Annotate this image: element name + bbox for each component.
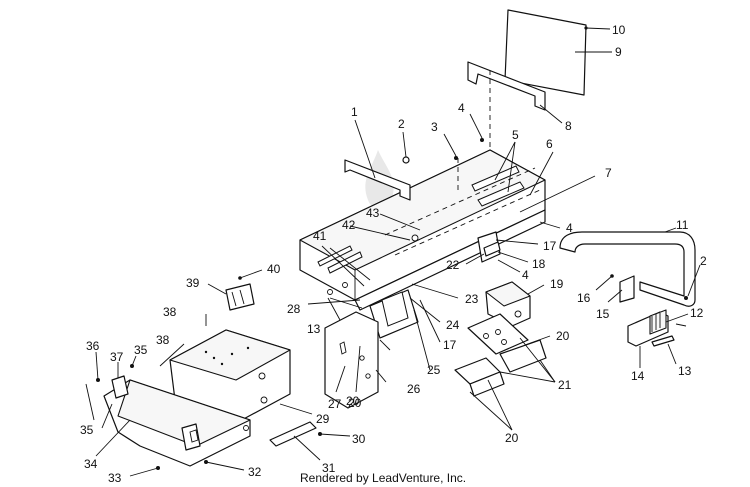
part-31-flat-bar: [269, 421, 351, 461]
callout-label: 29: [316, 412, 330, 426]
callout-label: 37: [110, 350, 124, 364]
callout-label: 12: [690, 306, 704, 320]
callout-label: 2: [398, 117, 405, 131]
part-14-mount-block: [627, 309, 689, 368]
part-38-rear-housing: [159, 314, 313, 423]
callout-label: 24: [446, 318, 460, 332]
callout-label: 13: [307, 322, 321, 336]
parts-32-33: [129, 460, 245, 477]
callout-label: 27: [328, 397, 342, 411]
callout-label: 9: [615, 45, 622, 59]
callout-label: 22: [446, 258, 460, 272]
callout-label: 4: [566, 221, 573, 235]
callout-label: 38: [163, 305, 177, 319]
callout-label: 4: [458, 101, 465, 115]
callout-label: 28: [287, 302, 301, 316]
callout-label: 17: [543, 239, 557, 253]
callout-label: 21: [558, 378, 572, 392]
callout-label: 2: [700, 254, 707, 268]
callout-label: 36: [86, 339, 100, 353]
callout-label: 20: [346, 394, 360, 408]
callout-label: 26: [407, 382, 421, 396]
callout-label: 35: [80, 423, 94, 437]
parts-15-16: [595, 274, 635, 303]
part-20-plates: [454, 313, 556, 431]
callout-label: 38: [156, 333, 170, 347]
callout-label: 40: [267, 262, 281, 276]
callout-label: 14: [631, 369, 645, 383]
part-11-handle-bar: [559, 227, 701, 307]
callout-label: 30: [352, 432, 366, 446]
callout-label: 16: [577, 291, 591, 305]
callout-label: 1: [351, 105, 358, 119]
callout-label: 18: [532, 257, 546, 271]
callout-label: 20: [505, 431, 519, 445]
part-23-25-front-plate: [369, 283, 459, 390]
parts-35-37-small: [85, 351, 137, 421]
callout-label: 32: [248, 465, 262, 479]
part-19-mount: [485, 281, 545, 327]
callout-label: 31: [322, 461, 336, 475]
callout-label: 34: [84, 457, 98, 471]
callout-label: 43: [366, 206, 380, 220]
part-27-side-plate: [324, 311, 391, 409]
callout-labels: 1 2 3 4 5 6 7 8 9 10 11 2 12 13 14 15 16…: [80, 23, 707, 485]
callout-label: 20: [348, 396, 362, 410]
callout-label: 7: [605, 166, 612, 180]
callout-label: 20: [556, 329, 570, 343]
callout-label: 35: [134, 343, 148, 357]
callout-label: 41: [313, 229, 327, 243]
callout-label: 15: [596, 307, 610, 321]
part-18-22-brackets: [465, 231, 539, 273]
part-39-latch: [207, 269, 263, 311]
fasteners-top: [402, 113, 596, 229]
part-9-shield-plate: [504, 9, 612, 96]
callout-label: 6: [546, 137, 553, 151]
callout-label: 19: [550, 277, 564, 291]
part-13-28-leaders: [307, 213, 421, 321]
callout-label: 10: [612, 23, 626, 37]
callout-label: 5: [512, 128, 519, 142]
callout-label: 3: [431, 120, 438, 134]
callout-label: 11: [676, 218, 689, 232]
callout-label: 25: [427, 363, 441, 377]
callout-label: 17: [443, 338, 457, 352]
footer-credit: Rendered by LeadVenture, Inc.: [300, 471, 466, 485]
callout-label: 42: [342, 218, 356, 232]
callout-label: 23: [465, 292, 479, 306]
part-34-lower-tray: [95, 362, 251, 467]
callout-label: 39: [186, 276, 200, 290]
callout-label: 33: [108, 471, 122, 485]
callout-label: 13: [678, 364, 692, 378]
callout-label: 8: [565, 119, 572, 133]
callout-label: 4: [522, 268, 529, 282]
part-8-bracket: [467, 61, 563, 124]
part-1-angle-bracket: [344, 119, 411, 201]
